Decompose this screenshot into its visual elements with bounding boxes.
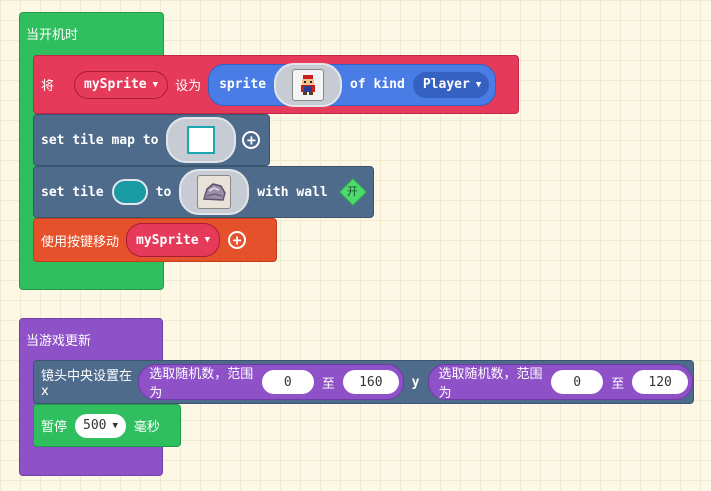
random-y-label: 选取随机数，范围为 — [438, 367, 543, 401]
sprite-kind-dropdown[interactable]: Player ▼ — [412, 71, 490, 98]
rock-tile-icon — [197, 175, 232, 209]
random-y-to-word: 至 — [611, 376, 625, 392]
on-update-header: 当游戏更新 — [26, 334, 92, 349]
wall-toggle-label: 开 — [346, 185, 358, 198]
on-start-header: 当开机时 — [26, 28, 79, 43]
chevron-down-icon: ▼ — [112, 420, 118, 431]
wall-toggle[interactable]: 开 — [338, 177, 370, 207]
random-x-to-input[interactable]: 160 — [342, 370, 399, 394]
with-wall-label: with wall — [257, 184, 328, 200]
y-label: y — [411, 374, 420, 390]
sprite-image-picker[interactable] — [274, 62, 343, 107]
player-sprite-icon — [292, 68, 325, 101]
set-prefix-label: 将 — [41, 79, 55, 94]
tile-color-picker[interactable] — [111, 179, 148, 205]
set-sprite-block[interactable]: 将 mySprite ▼ 设为 sprite of kind P — [33, 55, 519, 114]
random-x-label: 选取随机数，范围为 — [149, 367, 254, 401]
random-y-from-input[interactable]: 0 — [551, 370, 604, 394]
set-tilemap-label: set tile map to — [41, 132, 159, 148]
expand-plus-icon[interactable]: + — [242, 131, 261, 149]
move-label: 使用按键移动 — [41, 234, 120, 250]
set-tile-label: set tile — [41, 184, 104, 200]
expand-plus-icon[interactable]: + — [228, 231, 247, 249]
tilemap-preview-icon — [187, 126, 216, 154]
pause-unit-label: 毫秒 — [133, 420, 160, 435]
pause-block[interactable]: 暂停 500 ▼ 毫秒 — [33, 404, 181, 447]
to-label: to — [155, 184, 172, 200]
set-tilemap-block[interactable]: set tile map to + — [33, 114, 270, 166]
of-kind-keyword: of kind — [350, 77, 405, 92]
move-with-buttons-block[interactable]: 使用按键移动 mySprite ▼ + — [33, 218, 277, 262]
pause-label: 暂停 — [41, 420, 68, 435]
chevron-down-icon: ▼ — [204, 235, 211, 245]
chevron-down-icon: ▼ — [475, 79, 482, 90]
assign-label: 设为 — [175, 79, 202, 94]
random-y-to-input[interactable]: 120 — [632, 370, 688, 394]
tilemap-picker[interactable] — [166, 117, 237, 163]
random-x-from-input[interactable]: 0 — [261, 370, 314, 394]
sprite-create-block[interactable]: sprite of kind Player ▼ — [208, 62, 497, 107]
tile-image-picker[interactable] — [179, 169, 250, 215]
set-tile-block[interactable]: set tile to with wall 开 — [33, 166, 374, 218]
random-x-to-word: 至 — [321, 376, 335, 392]
random-x-block[interactable]: 选取随机数，范围为 0 至 160 — [138, 364, 404, 401]
move-sprite-dropdown[interactable]: mySprite ▼ — [126, 223, 221, 257]
chevron-down-icon: ▼ — [152, 79, 159, 90]
sprite-variable-dropdown[interactable]: mySprite ▼ — [74, 70, 169, 99]
sprite-keyword: sprite — [219, 77, 267, 92]
camera-center-block[interactable]: 镜头中央设置在x 选取随机数，范围为 0 至 160 y 选取随机数，范围为 0… — [33, 360, 694, 404]
pause-duration-dropdown[interactable]: 500 ▼ — [75, 413, 126, 438]
camera-center-label: 镜头中央设置在x — [41, 369, 133, 399]
random-y-block[interactable]: 选取随机数，范围为 0 至 120 — [427, 364, 693, 401]
